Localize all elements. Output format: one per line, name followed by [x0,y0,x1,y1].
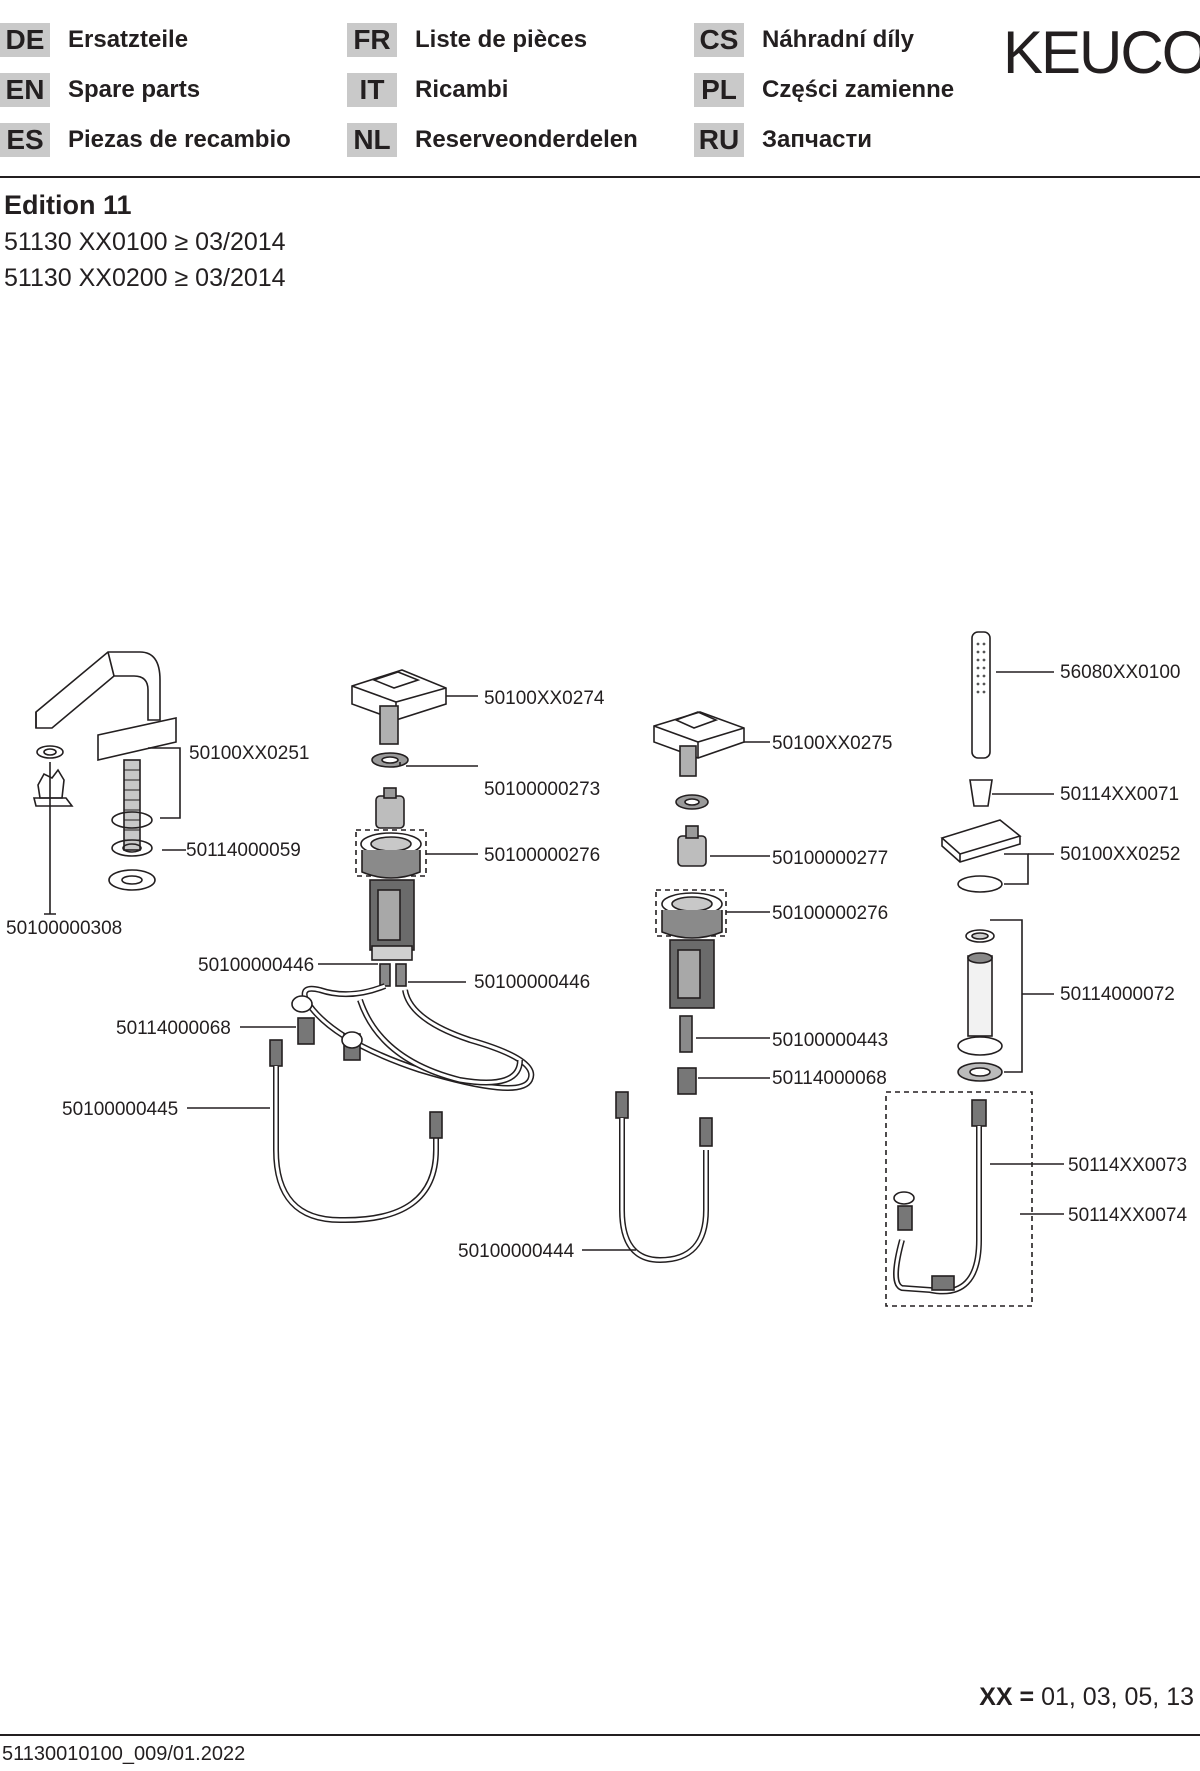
lang-name-es: Piezas de recambio [68,126,291,153]
part-label: 50100XX0275 [772,733,892,754]
lang-code-ru: RU [694,123,744,157]
part-label: 50114000072 [1060,984,1175,1005]
lang-name-fr: Liste de pièces [415,26,588,53]
lang-nl: NL Reserveonderdelen [347,123,638,157]
lang-en: EN Spare parts [0,73,200,107]
part-label: 50114000059 [186,840,301,861]
part-label: 50100000308 [6,918,122,939]
model-number-2: 51130 XX0200 ≥ 03/2014 [4,264,286,292]
valve-assembly-2 [582,711,770,1264]
lang-es: ES Piezas de recambio [0,123,291,157]
part-label: 50100000444 [458,1241,575,1262]
legend-values: 01, 03, 05, 13 [1041,1683,1194,1711]
lang-name-de: Ersatzteile [68,26,189,53]
part-label: 50100000445 [62,1099,178,1120]
part-label: 50100000276 [772,903,888,924]
lang-code-pl: PL [694,73,744,107]
lang-fr: FR Liste de pièces [347,23,587,57]
document-number: 51130010100_009/01.2022 [2,1743,246,1765]
part-label: 50100XX0251 [189,743,309,764]
lang-code-de: DE [0,23,50,57]
part-label: 50114000068 [116,1018,231,1039]
lang-name-cs: Náhradní díly [762,26,915,53]
lang-name-ru: Запчасти [762,126,873,153]
part-label: 50100000276 [484,845,600,866]
lang-de: DE Ersatzteile [0,23,188,57]
lang-code-fr: FR [347,23,397,57]
part-label: 56080XX0100 [1060,662,1180,683]
lang-name-pl: Części zamienne [762,76,955,103]
part-label: 50100XX0252 [1060,844,1180,865]
lang-pl: PL Części zamienne [694,73,954,107]
part-label: 50114000068 [772,1068,887,1089]
spout-assembly [32,651,186,915]
legend-key: XX = [979,1683,1035,1711]
lang-code-nl: NL [347,123,397,157]
lang-code-es: ES [0,123,50,157]
lang-code-en: EN [0,73,50,107]
valve-assembly-1 [187,669,535,1224]
part-label: 50100XX0274 [484,688,605,709]
lang-name-it: Ricambi [415,76,509,103]
model-number-1: 51130 XX0100 ≥ 03/2014 [4,228,286,256]
part-label: 50100000273 [484,779,600,800]
part-label: 50114XX0071 [1060,784,1179,805]
lang-cs: CS Náhradní díly [694,23,914,57]
product-title: Edition 11 [4,190,132,220]
footer-divider [0,1734,1200,1736]
lang-code-cs: CS [694,23,744,57]
part-label: 50100000446 [474,972,590,993]
variant-legend: XX = 01, 03, 05, 13 [979,1683,1194,1712]
brand-logo: KEUCO [1003,19,1200,86]
hand-shower-assembly [885,631,1064,1307]
lang-code-it: IT [347,73,397,107]
header-divider [0,176,1200,178]
part-label: 50114XX0073 [1068,1155,1187,1176]
lang-ru: RU Запчасти [694,123,872,157]
lang-name-en: Spare parts [68,76,201,103]
part-label: 50100000277 [772,848,888,869]
lang-name-nl: Reserveonderdelen [415,126,638,153]
part-label: 50100000446 [198,955,314,976]
part-label: 50100000443 [772,1030,888,1051]
part-label: 50114XX0074 [1068,1205,1187,1226]
lang-it: IT Ricambi [347,73,508,107]
